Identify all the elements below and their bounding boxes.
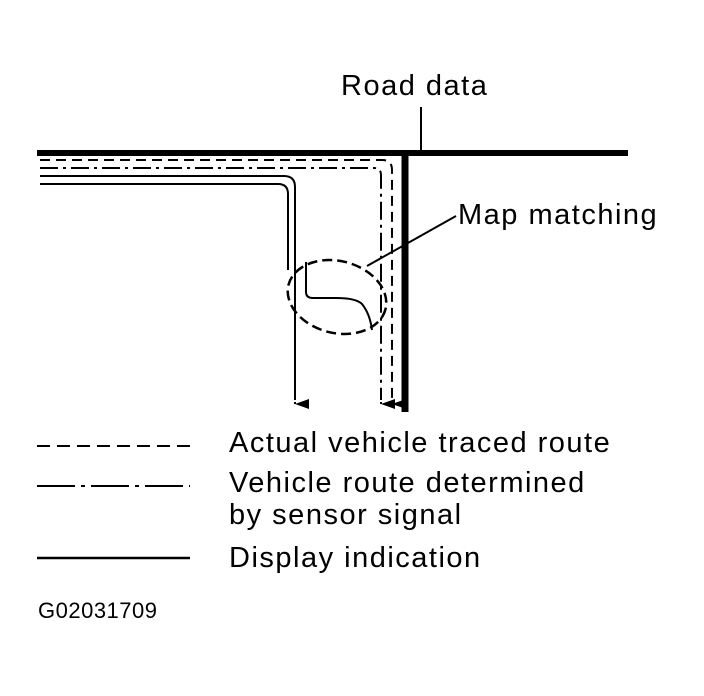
display-route-inner bbox=[40, 183, 289, 270]
figure-code: G02031709 bbox=[38, 598, 158, 623]
actual-route-path bbox=[40, 159, 393, 402]
legend-sensor-route-label-line1: Vehicle route determined bbox=[229, 467, 586, 499]
map-matching-leader bbox=[366, 215, 457, 267]
legend-actual-route-label: Actual vehicle traced route bbox=[229, 427, 612, 459]
sensor-route-path bbox=[40, 167, 382, 400]
matched-offset-route bbox=[305, 262, 373, 331]
legend-display-indication-label: Display indication bbox=[229, 542, 482, 574]
map-matching-label: Map matching bbox=[458, 199, 659, 231]
legend-sensor-route-label-line2: by sensor signal bbox=[229, 499, 463, 531]
display-route-outer bbox=[40, 175, 296, 400]
road-data-label: Road data bbox=[341, 70, 489, 102]
map-matching-ellipse bbox=[286, 258, 388, 336]
